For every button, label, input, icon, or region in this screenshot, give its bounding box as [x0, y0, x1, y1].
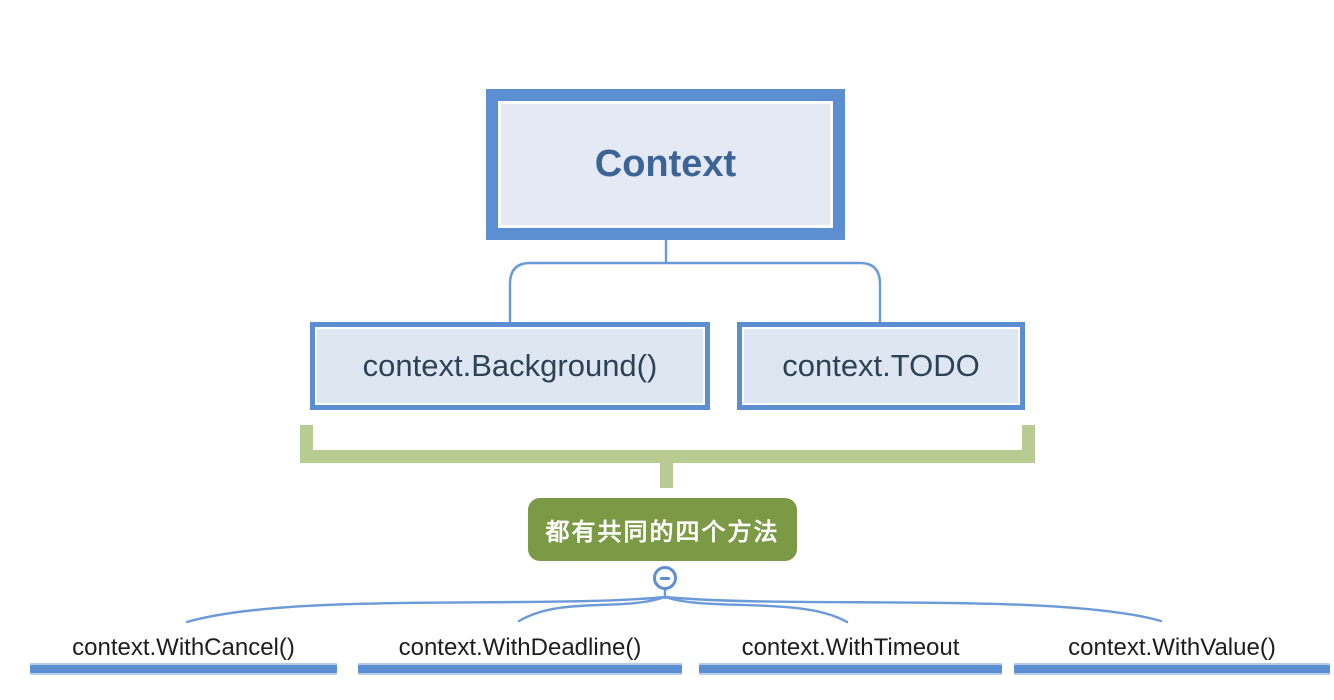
method-label: context.WithTimeout [741, 634, 960, 661]
topic-label: context.Background() [362, 348, 658, 383]
topic-context-withvalue[interactable]: context.WithValue() [1014, 631, 1330, 673]
curve-to-withvalue [663, 595, 1163, 623]
topic-context-withtimeout[interactable]: context.WithTimeout [699, 631, 1002, 673]
summary-topic-label: 都有共同的四个方法 [545, 519, 780, 546]
summary-bracket-bar [300, 450, 1035, 463]
collapse-toggle-button[interactable] [653, 566, 677, 590]
method-underline-bar [699, 665, 1002, 673]
method-label: context.WithValue() [1068, 634, 1276, 661]
curve-to-withcancel [185, 595, 667, 624]
summary-bracket-right-tick [1022, 425, 1035, 455]
topic-context-withdeadline[interactable]: context.WithDeadline() [358, 631, 682, 673]
method-underline-bar [30, 665, 337, 673]
summary-bracket-left-tick [300, 425, 313, 455]
method-label: context.WithDeadline() [398, 634, 642, 661]
summary-topic-four-methods[interactable]: 都有共同的四个方法 [528, 498, 797, 561]
root-topic-context[interactable]: Context [486, 89, 845, 240]
topic-context-withcancel[interactable]: context.WithCancel() [30, 631, 337, 673]
topic-context-background[interactable]: context.Background() [310, 322, 710, 410]
curve-to-withdeadline [517, 595, 667, 623]
minus-icon [660, 576, 670, 580]
method-underline-bar [358, 665, 682, 673]
root-topic-label: Context [594, 143, 737, 185]
method-underline-bar [1014, 665, 1330, 673]
summary-bracket-stem [660, 461, 673, 488]
children-branch-line [508, 261, 882, 324]
topic-context-todo[interactable]: context.TODO [737, 322, 1025, 410]
method-label: context.WithCancel() [72, 634, 295, 661]
topic-label: context.TODO [782, 348, 980, 383]
curve-to-withtimeout [663, 595, 849, 624]
